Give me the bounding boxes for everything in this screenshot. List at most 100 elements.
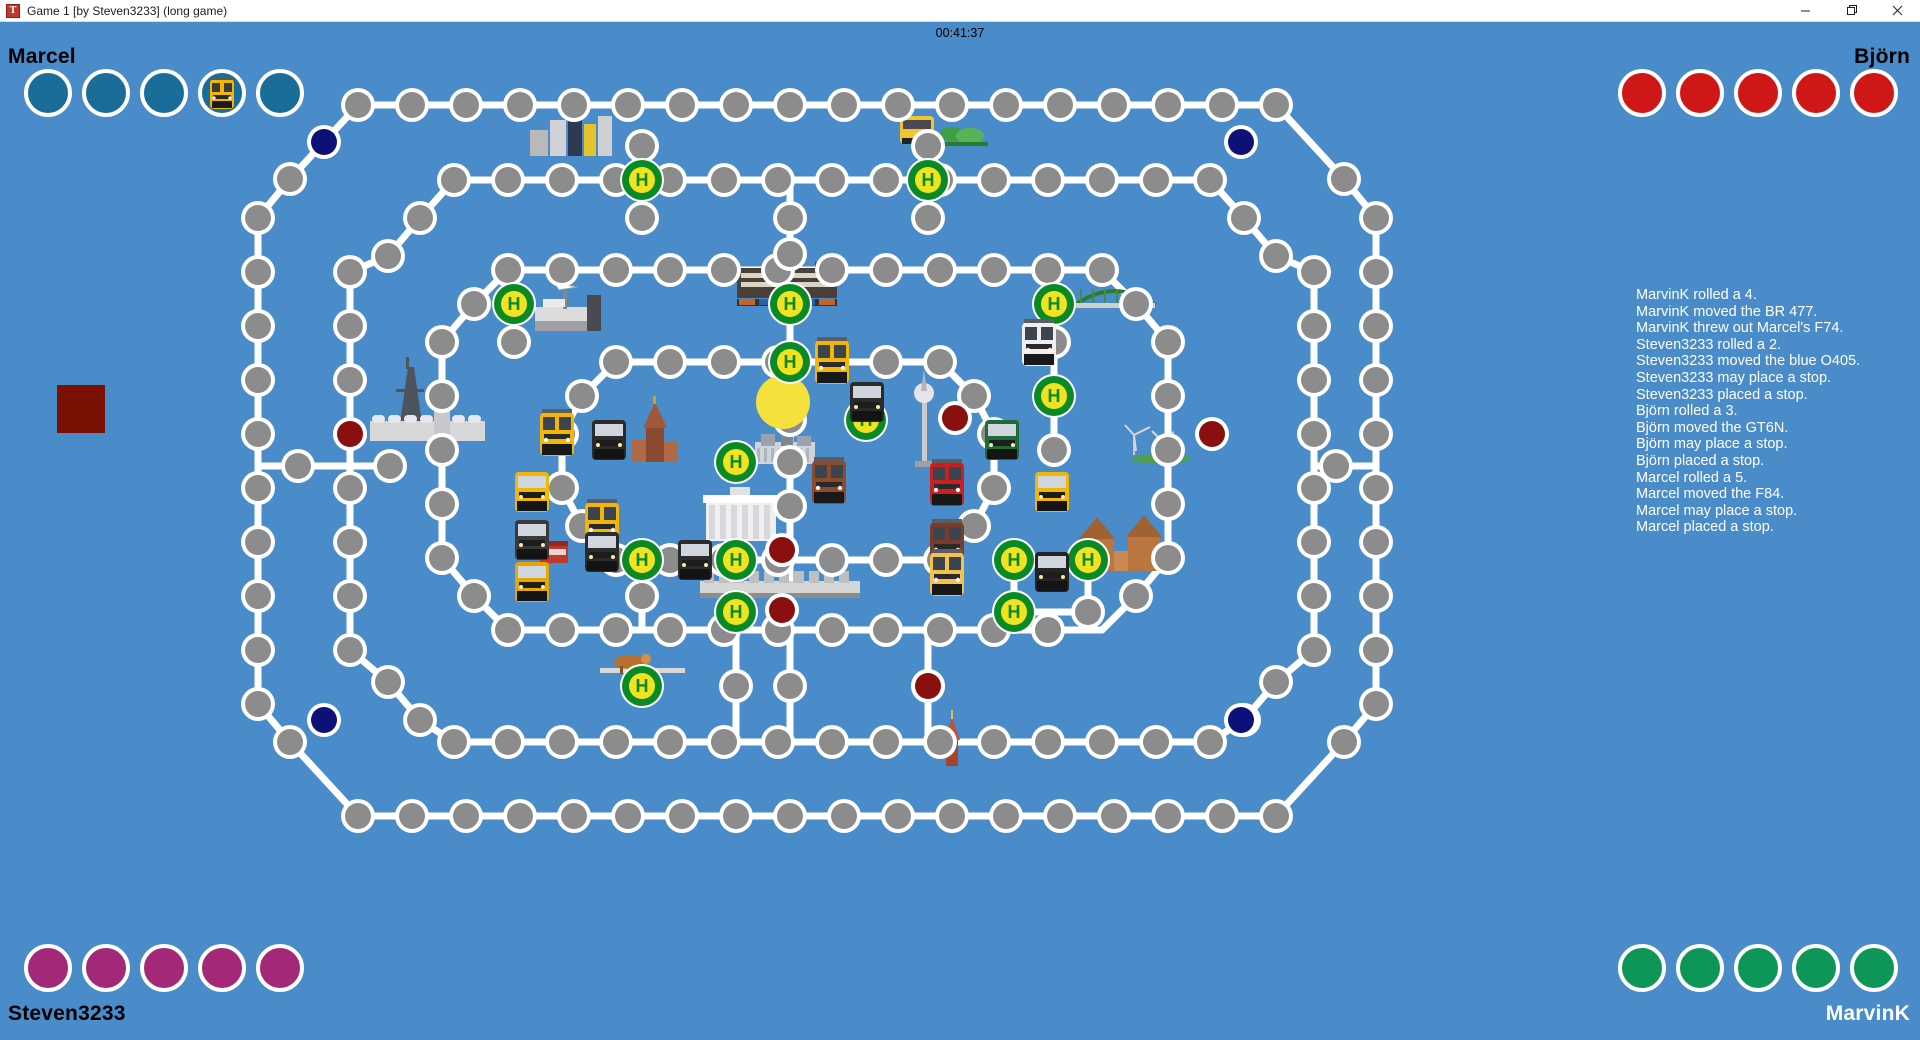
board-node[interactable]	[707, 345, 741, 379]
board-node[interactable]	[869, 543, 903, 577]
board-node[interactable]	[1205, 88, 1239, 122]
player-token[interactable]	[198, 69, 246, 117]
board-node[interactable]	[449, 799, 483, 833]
board-hub[interactable]	[756, 375, 810, 429]
board-node[interactable]	[1297, 633, 1331, 667]
board-node[interactable]	[653, 345, 687, 379]
bus-stop-marker[interactable]: H	[492, 282, 536, 326]
board-node[interactable]	[1043, 799, 1077, 833]
board-node[interactable]	[773, 799, 807, 833]
board-node[interactable]	[1151, 379, 1185, 413]
board-node[interactable]	[281, 449, 315, 483]
board-node[interactable]	[815, 543, 849, 577]
vehicle-green-bus[interactable]	[985, 420, 1019, 460]
board-node[interactable]	[449, 88, 483, 122]
board-node[interactable]	[653, 725, 687, 759]
board-node[interactable]	[1359, 579, 1393, 613]
board-node[interactable]	[241, 525, 275, 559]
board-node[interactable]	[333, 525, 367, 559]
player-token[interactable]	[1734, 944, 1782, 992]
minimize-button[interactable]	[1782, 0, 1828, 22]
board-node[interactable]	[707, 163, 741, 197]
board-node[interactable]	[1297, 363, 1331, 397]
board-node[interactable]	[1151, 325, 1185, 359]
player-token[interactable]	[1618, 69, 1666, 117]
player-token[interactable]	[140, 944, 188, 992]
board-node[interactable]	[333, 255, 367, 289]
board-node[interactable]	[665, 799, 699, 833]
board-node[interactable]	[761, 725, 795, 759]
board-node[interactable]	[491, 613, 525, 647]
die-indicator[interactable]	[57, 385, 105, 433]
board-node[interactable]	[1359, 363, 1393, 397]
center-hub[interactable]	[756, 375, 810, 429]
board-node[interactable]	[241, 255, 275, 289]
board-node[interactable]	[773, 669, 807, 703]
board-node[interactable]	[371, 239, 405, 273]
board-node[interactable]	[395, 88, 429, 122]
board-node[interactable]	[773, 489, 807, 523]
board-node[interactable]	[911, 201, 945, 235]
maximize-button[interactable]	[1828, 0, 1874, 22]
player-token[interactable]	[1676, 69, 1724, 117]
board-node[interactable]	[599, 253, 633, 287]
board-node[interactable]	[707, 253, 741, 287]
board-node[interactable]	[625, 129, 659, 163]
bus-stop-marker[interactable]: H	[1066, 538, 1110, 582]
bus-stop-marker[interactable]: H	[714, 590, 758, 634]
board-node-navy[interactable]	[307, 703, 341, 737]
board-node[interactable]	[1205, 799, 1239, 833]
board-node[interactable]	[403, 703, 437, 737]
board-node[interactable]	[1259, 239, 1293, 273]
board-node[interactable]	[665, 88, 699, 122]
board-node[interactable]	[1085, 725, 1119, 759]
board-node[interactable]	[557, 88, 591, 122]
board-node[interactable]	[1259, 665, 1293, 699]
board-node[interactable]	[977, 253, 1011, 287]
player-token[interactable]	[140, 69, 188, 117]
board-node[interactable]	[611, 88, 645, 122]
board-node[interactable]	[565, 379, 599, 413]
bus-stop-marker[interactable]: H	[620, 664, 664, 708]
board-node[interactable]	[371, 665, 405, 699]
board-node[interactable]	[881, 88, 915, 122]
board-node[interactable]	[333, 579, 367, 613]
board-node[interactable]	[719, 799, 753, 833]
board-node-navy[interactable]	[1224, 125, 1258, 159]
board-node-navy[interactable]	[1224, 703, 1258, 737]
board-node[interactable]	[333, 363, 367, 397]
board-node[interactable]	[1297, 255, 1331, 289]
board-node[interactable]	[1193, 725, 1227, 759]
board-node[interactable]	[1031, 253, 1065, 287]
player-token[interactable]	[24, 69, 72, 117]
board-node[interactable]	[341, 799, 375, 833]
player-token[interactable]	[1792, 69, 1840, 117]
vehicle-yellow-tram[interactable]	[815, 337, 849, 384]
board-node[interactable]	[719, 669, 753, 703]
board-node[interactable]	[1085, 253, 1119, 287]
board-node[interactable]	[923, 345, 957, 379]
board-node[interactable]	[773, 201, 807, 235]
board-node[interactable]	[503, 799, 537, 833]
board-node[interactable]	[1359, 687, 1393, 721]
board-node[interactable]	[1139, 163, 1173, 197]
bus-stop-marker[interactable]: H	[992, 538, 1036, 582]
board-node[interactable]	[815, 613, 849, 647]
player-token[interactable]	[1676, 944, 1724, 992]
board-node-navy[interactable]	[307, 125, 341, 159]
board-node[interactable]	[1359, 471, 1393, 505]
board-node[interactable]	[719, 88, 753, 122]
board-node[interactable]	[935, 799, 969, 833]
board-node[interactable]	[989, 88, 1023, 122]
board-node[interactable]	[935, 88, 969, 122]
board-node[interactable]	[773, 237, 807, 271]
board-node[interactable]	[815, 253, 849, 287]
vehicle-yellow-bus-l[interactable]	[515, 472, 549, 512]
board-node[interactable]	[241, 633, 275, 667]
board-node[interactable]	[977, 163, 1011, 197]
vehicle-white-tram-r[interactable]	[1022, 319, 1056, 366]
bus-stop-marker[interactable]: H	[1032, 282, 1076, 326]
board-node[interactable]	[869, 725, 903, 759]
board-node[interactable]	[1193, 163, 1227, 197]
board-node[interactable]	[425, 325, 459, 359]
